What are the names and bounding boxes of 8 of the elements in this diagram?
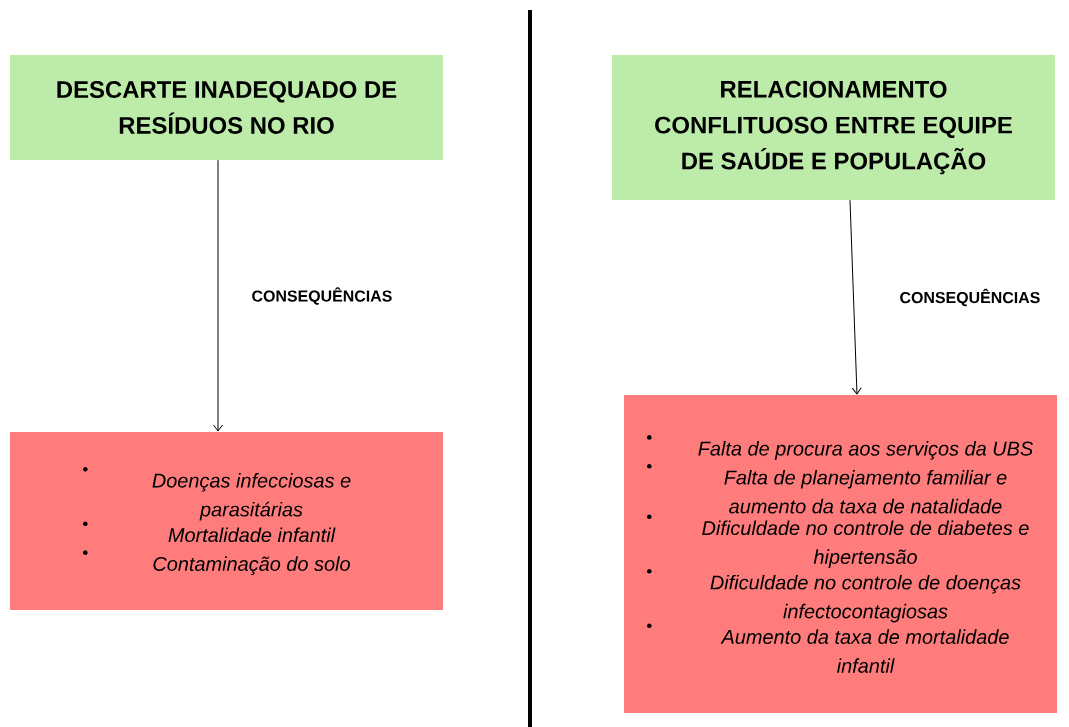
consequence-list-box: Doenças infecciosas e parasitárias Mortalidade infantil Contaminação do solo [10,432,443,610]
edge-label: CONSEQUÊNCIAS [900,288,1040,307]
edge-label: CONSEQUÊNCIAS [252,287,392,305]
arrow [213,159,223,432]
consequence-list-box: Falta de procura aos serviços da UBS Falta de planejamento familiar e aumento da taxa de natalidade Dificuldade no controle de diabetes e hipertensão Dificuldade no controle de doenças infectocontagiosas Aumento da taxa de mortalidade infantil [624,395,1057,713]
title-box: DESCARTE INADEQUADO DE RESÍDUOS NO RIO [10,55,443,160]
title-box: RELACIONAMENTO CONFLITUOSO ENTRE EQUIPE DE SAÚDE E POPULAÇÃO [612,55,1055,200]
arrow [849,199,862,395]
